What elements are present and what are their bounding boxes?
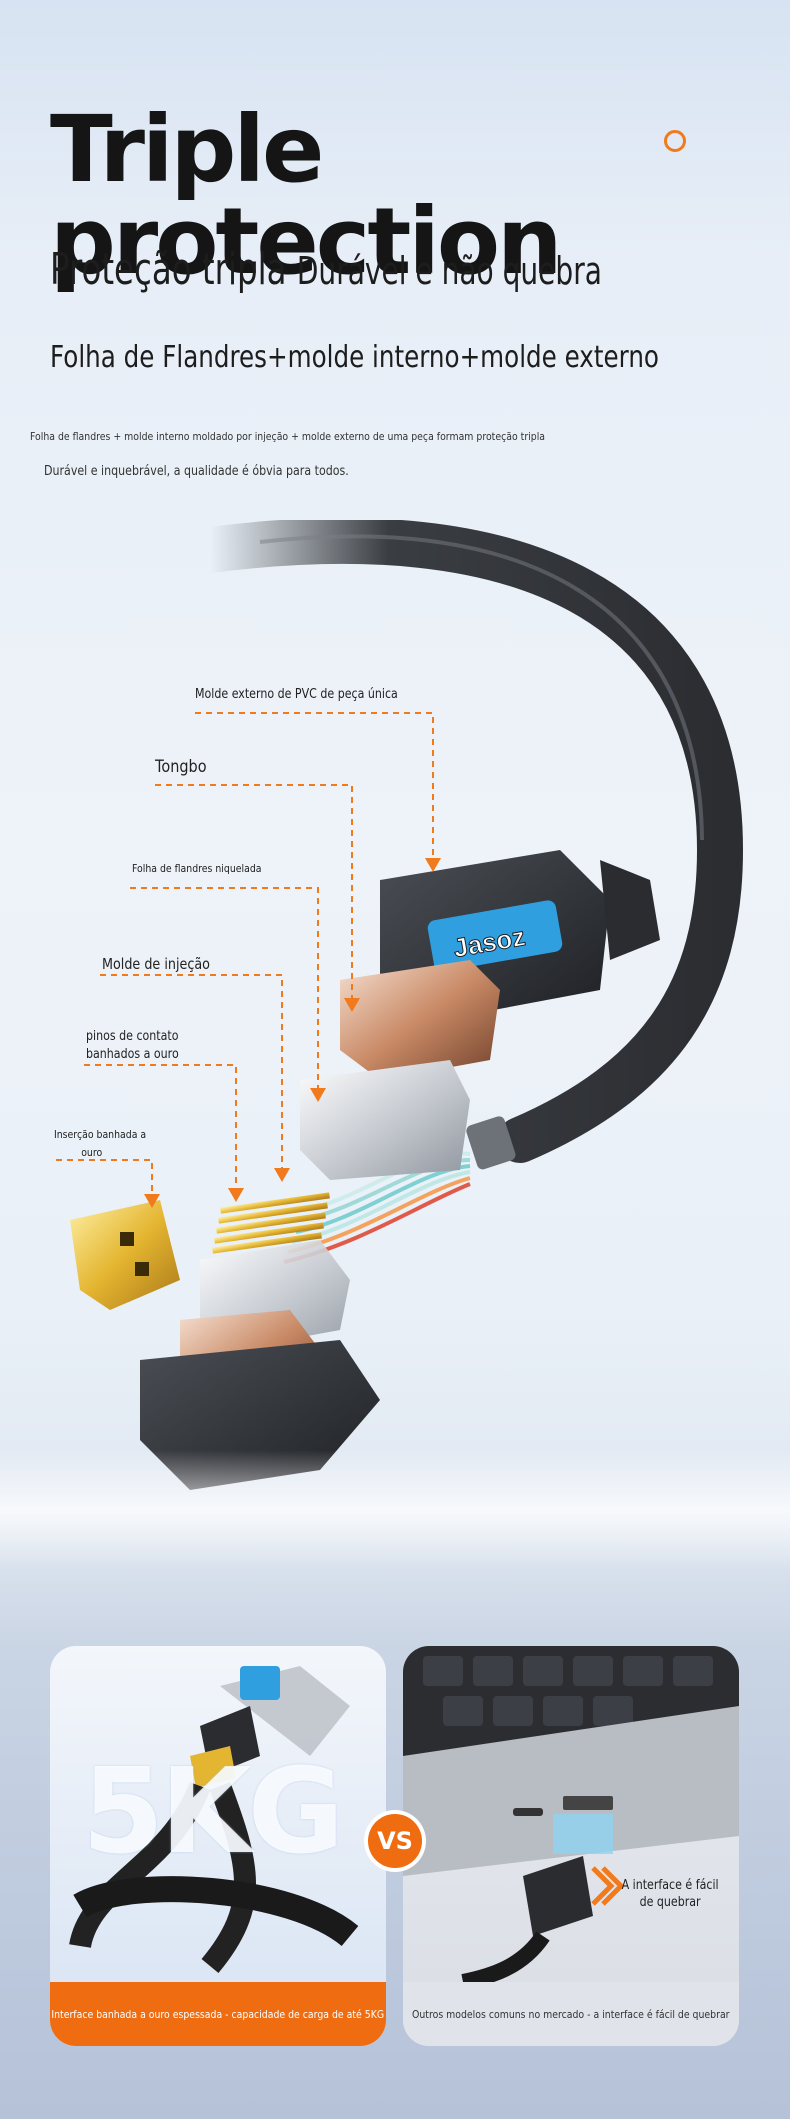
callout-leader-lines [56, 712, 434, 1196]
callout-tongbo: Tongbo [155, 757, 207, 777]
callout-arrowheads [144, 858, 441, 1208]
exploded-connector-illustration: Jasoz [56, 520, 744, 1490]
copper-shell-top [340, 960, 500, 1080]
callout-tinplate: Folha de flandres niquelada [132, 862, 262, 875]
subtitle-durable: Durável e não quebra [296, 249, 602, 293]
load-weight-label: 5KG [82, 1742, 344, 1880]
callout-pvc-mold: Molde externo de PVC de peça única [195, 687, 398, 702]
fragile-note: A interface é fácil de quebrar [622, 1878, 719, 1912]
comparison-card-others: A interface é fácil de quebrar Outros mo… [403, 1646, 739, 2046]
left-caption-bar: Interface banhada a ouro espessada - cap… [50, 1982, 386, 2046]
comparison-card-jasoz: 5KG Interface banhada a ouro espessada -… [50, 1646, 386, 2046]
cable [187, 520, 744, 1163]
subtitle-protection: Proteção tripla [50, 244, 287, 295]
description-line-2: Durável e inquebrável, a qualidade é óbv… [44, 464, 349, 479]
gold-hdmi-insert [70, 1200, 180, 1310]
laptop-port-illustration [403, 1646, 739, 1982]
subtitle: Proteção tripla Durável e não quebra [50, 244, 602, 295]
layers-heading: Folha de Flandres+molde interno+molde ex… [50, 340, 659, 375]
callout-gold-insert-line-2: ouro [81, 1145, 103, 1159]
callout-gold-insert-line-1: Inserção banhada a [54, 1128, 147, 1141]
callout-gold-insert: Inserção banhada a ouro [54, 1126, 146, 1161]
left-caption: Interface banhada a ouro espessada - cap… [51, 2007, 385, 2021]
gold-contact-pins [212, 1192, 330, 1254]
callout-injection-mold: Molde de injeção [102, 955, 210, 973]
fragile-note-line-2: de quebrar [639, 1894, 701, 1910]
tinplate-shell-top [300, 1060, 470, 1180]
callout-gold-pins-line-1: pinos de contato [86, 1029, 179, 1044]
right-caption-bar: Outros modelos comuns no mercado - a int… [403, 1982, 739, 2046]
load-test-illustration [69, 1666, 359, 1974]
page-title: Triple protection [50, 96, 563, 295]
vs-badge: VS [368, 1814, 422, 1868]
light-haze-band [0, 1450, 790, 1570]
title-accent-dot [664, 130, 686, 152]
right-caption: Outros modelos comuns no mercado - a int… [412, 2007, 730, 2021]
fragile-note-line-1: A interface é fácil [621, 1878, 719, 1893]
cable-braid [466, 1116, 516, 1170]
description-line-1: Folha de flandres + molde interno moldad… [30, 430, 546, 443]
callout-gold-pins: pinos de contato banhados a ouro [86, 1028, 179, 1063]
callout-gold-pins-line-2: banhados a ouro [86, 1046, 179, 1062]
cable-highlight [259, 534, 704, 841]
